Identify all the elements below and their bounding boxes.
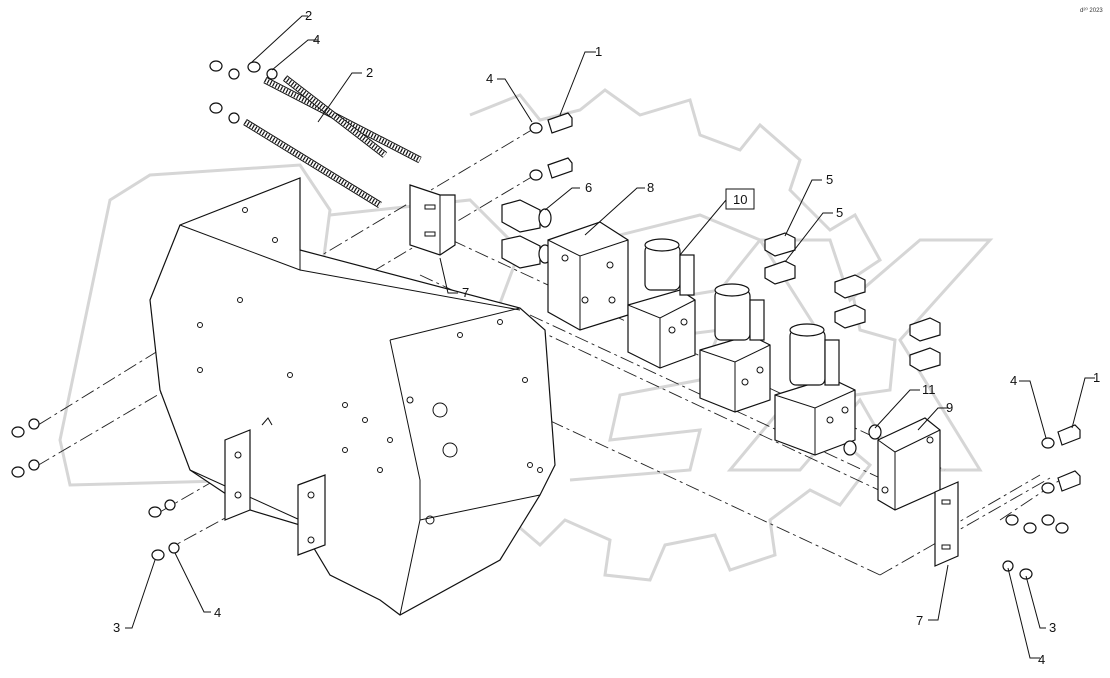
callout-11: 11 [922, 382, 936, 397]
callout-3-right: 3 [1049, 620, 1056, 635]
callout-7-right: 7 [916, 613, 923, 628]
callout-6: 6 [585, 180, 592, 195]
solenoid-valves [627, 238, 856, 456]
callout-9: 9 [946, 400, 953, 415]
corner-mark: d²⁰ 2023 [1080, 7, 1103, 14]
o-rings [843, 424, 882, 456]
callout-10: 10 [733, 192, 747, 207]
bracket-right [934, 481, 959, 567]
callout-4-right: 4 [1010, 373, 1017, 388]
callout-4-bolt: 4 [486, 71, 493, 86]
leader-lines [125, 15, 1095, 659]
callout-1-top: 1 [595, 44, 602, 59]
bracket-top [409, 184, 456, 256]
threaded-rods [243, 75, 422, 208]
callout-2: 2 [366, 65, 373, 80]
callout-5-a: 5 [826, 172, 833, 187]
manifold-block [547, 221, 629, 331]
callout-4-bottom-right: 4 [1038, 652, 1045, 667]
mounting-plate [149, 177, 556, 616]
callout-5-b: 5 [836, 205, 843, 220]
callout-3-top: 2 [305, 8, 312, 23]
callout-4-left: 4 [214, 605, 221, 620]
fittings-5 [764, 232, 941, 372]
callout-8: 8 [647, 180, 654, 195]
callout-4-top: 4 [313, 32, 320, 47]
callout-1-right: 1 [1093, 370, 1100, 385]
right-fasteners [1002, 424, 1081, 580]
lower-brackets [224, 417, 326, 556]
callout-3-left: 3 [113, 620, 120, 635]
end-plate [877, 417, 941, 511]
fittings-6 [501, 199, 552, 269]
callout-7-top: 7 [462, 285, 469, 300]
top-bolts [529, 112, 573, 181]
left-fasteners [11, 418, 180, 561]
callout-10-box [725, 188, 755, 210]
top-left-fasteners [209, 60, 278, 124]
callouts: 2 4 2 4 1 6 8 10 5 5 7 11 9 4 1 7 3 4 3 … [113, 8, 1100, 667]
